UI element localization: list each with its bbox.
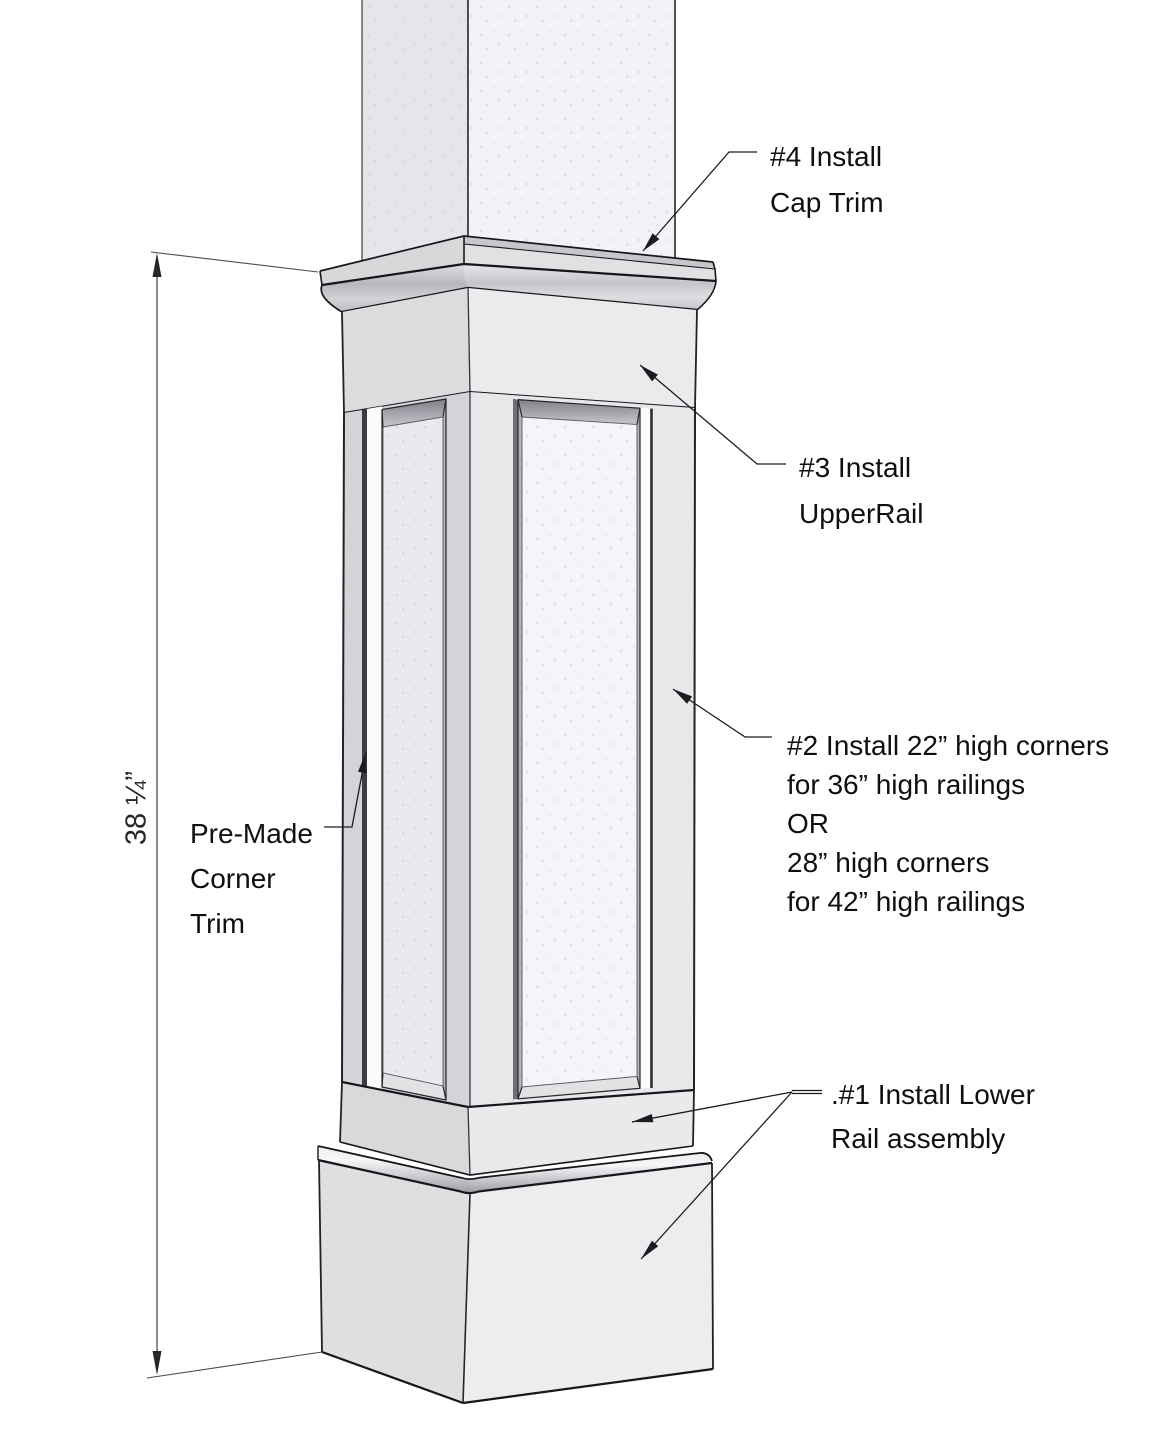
panel-shadow-reveal-right bbox=[513, 398, 518, 1100]
lower-rail bbox=[339, 1080, 695, 1176]
structural-post bbox=[361, 0, 676, 262]
panel-reveal-right bbox=[640, 407, 650, 1089]
leader-cap-trim bbox=[642, 151, 757, 252]
arrowhead-icon bbox=[643, 233, 660, 251]
leader-corner-trim bbox=[324, 752, 367, 828]
cap-fascia-left bbox=[320, 236, 464, 285]
cap-fascia-right bbox=[464, 244, 716, 281]
panel-reveal-left bbox=[367, 406, 382, 1091]
arrowhead-icon bbox=[358, 752, 367, 774]
arrowhead-icon bbox=[641, 1240, 659, 1259]
annotation-line: for 42” high railings bbox=[787, 886, 1026, 917]
leader-lower-rail-b bbox=[640, 1091, 793, 1260]
panel-bevel-bottom-left bbox=[382, 1073, 446, 1100]
annotation-line: Cap Trim bbox=[770, 187, 884, 218]
dimension-text: 38 ¼” bbox=[120, 770, 153, 846]
dimension-arrow-down-icon bbox=[152, 1351, 162, 1375]
annotation-lower-rail: .#1 Install Lower Rail assembly bbox=[831, 1073, 1035, 1161]
upper-rail bbox=[341, 287, 698, 414]
dimension-arrow-up-icon bbox=[152, 253, 162, 277]
extension-line-top bbox=[150, 251, 319, 273]
annotation-corner-options: #2 Install 22” high corners for 36” high… bbox=[787, 726, 1109, 921]
annotation-cap-trim: #4 Install Cap Trim bbox=[770, 134, 884, 226]
upper-rail-right-face bbox=[468, 288, 697, 408]
arrowhead-icon bbox=[632, 1114, 654, 1123]
base-bullnose-left bbox=[318, 1146, 470, 1193]
annotation-line: #4 Install bbox=[770, 141, 883, 172]
annotation-line: OR bbox=[787, 808, 829, 839]
upper-rail-left-face bbox=[342, 288, 470, 413]
lower-rail-right-face bbox=[468, 1090, 694, 1175]
panel-bevel-bottom-right bbox=[518, 1076, 640, 1099]
cap-top-sliver bbox=[464, 236, 715, 269]
annotation-line: Pre-Made bbox=[190, 818, 313, 849]
annotation-line: #3 Install bbox=[799, 452, 912, 483]
leader-arrowheads bbox=[358, 233, 693, 1259]
panel-assembly bbox=[341, 392, 696, 1107]
annotation-line: #2 Install 22” high corners bbox=[787, 730, 1110, 761]
annotation-line: Rail assembly bbox=[831, 1123, 1006, 1154]
base-bullnose-right bbox=[470, 1152, 712, 1193]
annotation-line: Corner bbox=[190, 863, 276, 894]
base-left-face bbox=[319, 1160, 470, 1403]
leader-corners bbox=[672, 688, 772, 738]
dimension-line bbox=[146, 251, 323, 1379]
lower-rail-left-face bbox=[340, 1082, 470, 1175]
annotation-line: 28” high corners bbox=[787, 847, 990, 878]
cap-crown-left bbox=[321, 264, 468, 312]
annotation-upper-rail: #3 Install UpperRail bbox=[799, 445, 924, 537]
panel-bevel-top-right bbox=[518, 399, 640, 425]
base-right-face bbox=[463, 1163, 713, 1403]
arrowhead-icon bbox=[673, 689, 693, 704]
leader-lower-rail-a bbox=[631, 1089, 822, 1123]
annotation-line: Trim bbox=[190, 908, 245, 939]
cap-crown-right bbox=[464, 264, 716, 310]
panel-bevel-top-left bbox=[382, 399, 446, 427]
base-assembly bbox=[317, 1145, 714, 1405]
annotation-line: for 36” high railings bbox=[787, 769, 1026, 800]
extension-line-bottom bbox=[146, 1351, 323, 1379]
annotation-corner-trim: Pre-Made Corner Trim bbox=[190, 811, 313, 946]
annotation-line: UpperRail bbox=[799, 498, 924, 529]
corner-trim-joint-left bbox=[362, 408, 367, 1088]
annotation-line: .#1 Install Lower bbox=[831, 1079, 1035, 1110]
leader-upper-rail bbox=[639, 364, 786, 465]
arrowhead-icon bbox=[640, 365, 658, 382]
leader-lines bbox=[324, 151, 822, 1260]
